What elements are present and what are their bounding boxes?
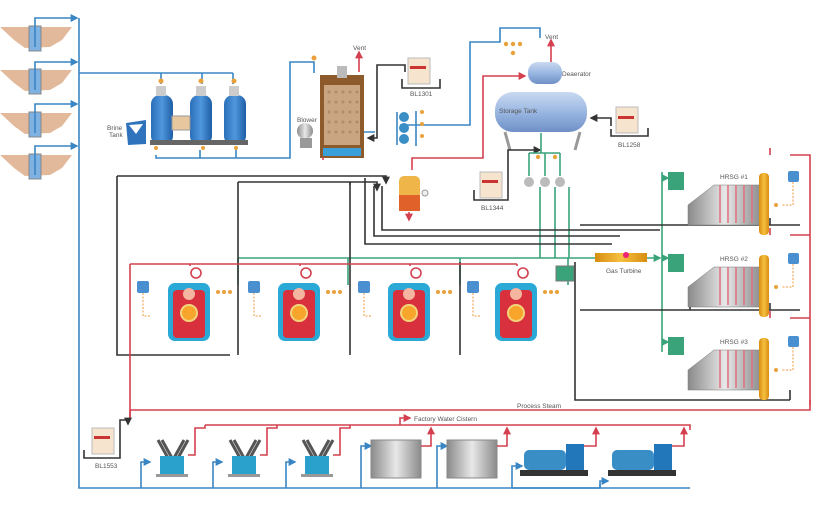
brine-tank: Brine Tank — [107, 120, 146, 145]
generator-1 — [520, 444, 588, 476]
hrsg-1-label: HRSG #1 — [720, 174, 748, 181]
feedwater-pumps — [524, 133, 570, 258]
brine-tank-label: Brine — [107, 125, 123, 132]
softener-controller — [171, 115, 191, 131]
transfer-pumps — [396, 110, 424, 146]
hrsgs: HRSG #1 HRSG #2 HRSG #3 — [668, 171, 799, 400]
hrsg-2: HRSG #2 — [668, 253, 799, 317]
deaerator-label: Deaerator — [562, 71, 592, 78]
well-1 — [0, 14, 79, 52]
hrsg-3-label: HRSG #3 — [720, 339, 748, 346]
blower-label: Blower — [297, 117, 318, 124]
softener-valves — [154, 146, 238, 150]
well-4 — [0, 142, 79, 180]
boiler-1 — [168, 267, 210, 341]
cabinet-unit-2 — [446, 439, 498, 479]
chiller-1 — [156, 439, 190, 477]
softener-1 — [151, 78, 173, 145]
boiler-controllers — [137, 281, 480, 317]
deaerator-valves — [503, 41, 523, 56]
deaerator — [528, 62, 562, 84]
bl1258-label: BL1258 — [618, 142, 641, 149]
steam-piping — [129, 148, 811, 430]
well-3 — [0, 100, 79, 138]
dosing-unit-bl1344: BL1344 — [473, 146, 542, 212]
boiler-4 — [495, 267, 537, 341]
wells — [0, 14, 79, 180]
boiler-2 — [278, 267, 320, 341]
dosing-unit-bl1301: BL1301 — [366, 57, 441, 142]
dosing-unit-bl1258: BL1258 — [589, 106, 649, 149]
hrsg-2-label: HRSG #2 — [720, 256, 748, 263]
factory-water-cistern-label: Factory Water Cistern — [414, 416, 477, 423]
dosing-unit-bl1553: BL1553 — [83, 417, 132, 470]
gas-turbine-label: Gas Turbine — [606, 268, 642, 275]
softener-2 — [190, 78, 212, 145]
brine-tank-label-2: Tank — [109, 132, 123, 139]
softener-3 — [224, 78, 246, 145]
cabinet-unit-1 — [370, 439, 422, 479]
process-steam-label: Process Steam — [517, 403, 561, 410]
bl1344-label: BL1344 — [481, 205, 504, 212]
storage-tank-label: Storage Tank — [499, 108, 538, 115]
boiler-valves — [216, 290, 559, 294]
boiler-3 — [388, 267, 430, 341]
generators — [520, 426, 688, 476]
vent-label-2: Vent — [545, 34, 558, 41]
bl1301-label: BL1301 — [410, 91, 433, 98]
storage-tank — [495, 92, 587, 132]
cabinet-units — [370, 426, 511, 479]
feedwater-treatment-unit — [555, 265, 575, 282]
boilers — [137, 265, 575, 341]
gas-turbine: Gas Turbine — [595, 252, 647, 275]
deaerator-system: Deaerator Storage Tank Vent — [322, 34, 592, 170]
chiller-2 — [228, 439, 262, 477]
vent-label-1: Vent — [353, 45, 366, 52]
chiller-3 — [301, 439, 335, 477]
tower-inlet-valve[interactable] — [311, 55, 317, 61]
chillers — [156, 425, 351, 477]
water-softeners: Brine Tank — [107, 78, 248, 150]
bl1553-label: BL1553 — [95, 463, 118, 470]
degasifier-tower: Vent Blower — [297, 45, 366, 158]
generator-2 — [608, 444, 676, 476]
preheater-vessel — [399, 176, 429, 222]
blower: Blower — [297, 117, 318, 148]
well-2 — [0, 58, 79, 95]
water-piping — [78, 18, 690, 489]
softener-base — [150, 140, 248, 145]
hrsg-1: HRSG #1 — [668, 171, 799, 235]
hrsg-3: HRSG #3 — [668, 336, 799, 400]
